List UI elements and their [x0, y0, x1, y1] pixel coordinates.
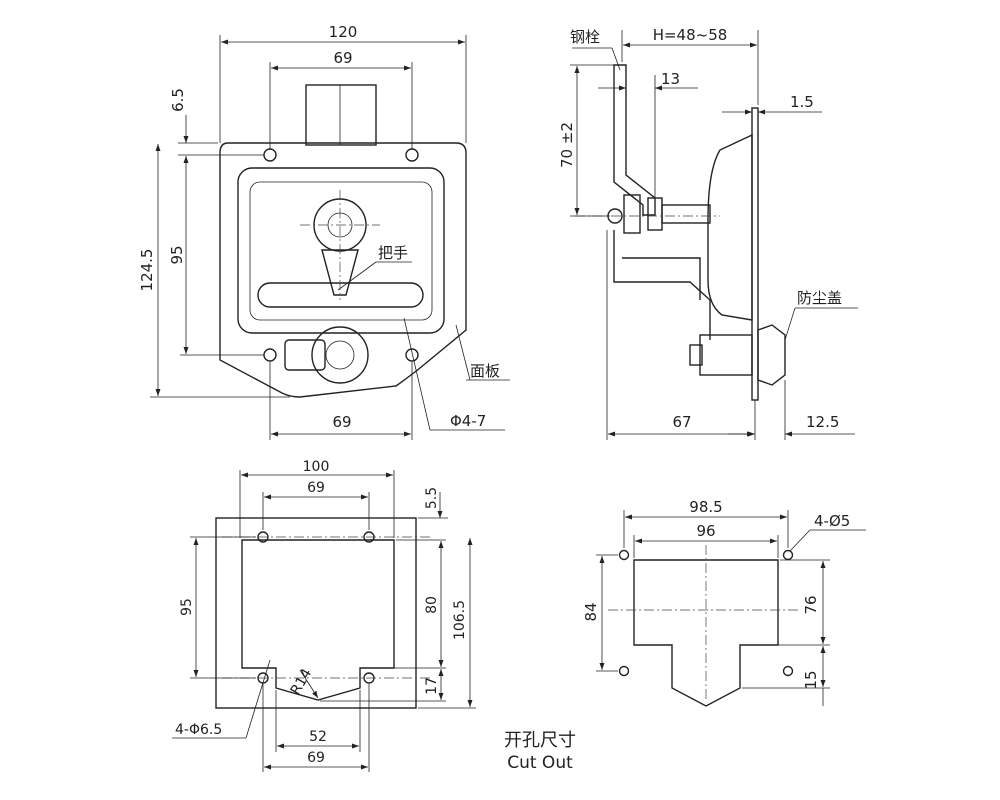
dim-69-cutout-bottom: 69	[307, 750, 325, 766]
handle-recess	[237, 167, 445, 334]
dim-1-5: 1.5	[790, 93, 814, 111]
dim-76: 76	[802, 595, 820, 614]
side-panel-plate	[751, 107, 759, 401]
dim-69-cutout-top: 69	[307, 480, 325, 496]
caption-title-cn: 开孔尺寸	[504, 730, 576, 751]
dim-69-top: 69	[333, 49, 352, 67]
dim-95: 95	[168, 245, 186, 264]
dim-106-5: 106.5	[452, 600, 468, 640]
dim-124-5: 124.5	[138, 249, 156, 292]
cutout-left-panel	[215, 517, 417, 709]
dim-98-5: 98.5	[689, 498, 722, 516]
cutout-left-view: 100 69 5.5 95 80 106.5 17 R14 52	[172, 459, 476, 772]
dim-r14: R14	[288, 666, 316, 698]
side-dust-cover	[757, 324, 786, 386]
dim-15: 15	[802, 670, 820, 689]
dim-80: 80	[424, 596, 440, 614]
dim-67: 67	[672, 413, 691, 431]
caption-title-en: Cut Out	[507, 753, 573, 773]
dim-95-cutout: 95	[179, 598, 195, 616]
mount-hole	[263, 348, 277, 362]
dim-17: 17	[424, 677, 440, 695]
side-lock-body	[699, 334, 753, 376]
dim-100: 100	[303, 459, 330, 475]
front-view: 120 69 6.5 124.5 95 69 把手 面板 Φ4-7	[138, 23, 510, 440]
cutout-right-view: 98.5 96 4-Ø5 84 76 15	[582, 498, 866, 707]
dim-70: 70 ±2	[558, 122, 576, 168]
dim-holes-5: 4-Ø5	[814, 512, 850, 530]
dim-hole-dia: Φ4-7	[450, 412, 486, 430]
dim-84: 84	[582, 602, 600, 621]
side-view: H=48~58 钢栓 13 1.5 70 ±2 防尘盖 67 12.5	[558, 26, 858, 440]
dim-52: 52	[309, 729, 327, 745]
dim-13: 13	[661, 70, 680, 88]
handle-stem	[321, 249, 359, 296]
mount-hole	[405, 348, 419, 362]
side-housing	[707, 133, 753, 321]
cutout-right-opening	[633, 559, 779, 707]
mount-hole	[405, 148, 419, 162]
label-steel-bolt: 钢栓	[570, 28, 600, 46]
label-panel: 面板	[470, 362, 500, 380]
panel-outline	[219, 142, 467, 398]
handle-bar	[257, 282, 424, 308]
label-dust-cover: 防尘盖	[797, 289, 842, 307]
dim-96: 96	[696, 522, 715, 540]
dim-h-range: H=48~58	[653, 26, 728, 44]
lock-cylinder	[305, 84, 377, 146]
dim-69-bottom: 69	[332, 413, 351, 431]
dim-5-5: 5.5	[424, 487, 440, 509]
caption: 开孔尺寸 Cut Out	[460, 730, 620, 774]
cutout-left-opening	[241, 539, 395, 701]
bottom-lock	[311, 326, 369, 384]
dim-120: 120	[329, 23, 358, 41]
dim-holes-6-5: 4-Φ6.5	[175, 722, 222, 738]
mount-hole	[263, 148, 277, 162]
steel-bolt	[613, 64, 656, 216]
dim-12-5: 12.5	[806, 413, 839, 431]
label-handle: 把手	[378, 244, 408, 262]
dim-6-5: 6.5	[169, 88, 187, 112]
dust-cover-tab	[284, 339, 326, 371]
